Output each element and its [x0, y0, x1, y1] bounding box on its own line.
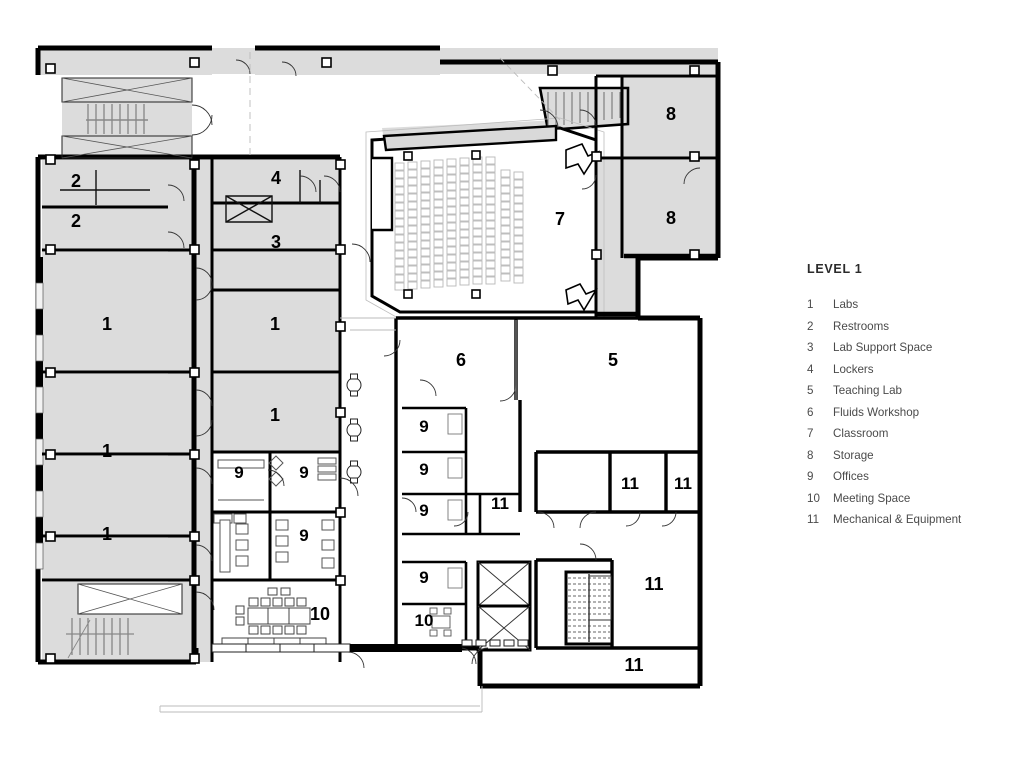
rooms-lab-zone — [394, 316, 700, 650]
room-number-10: 10 — [310, 604, 330, 624]
legend-item-label: Labs — [833, 298, 859, 311]
legend-item-label: Mechanical & Equipment — [833, 513, 962, 527]
room-number-11: 11 — [674, 474, 692, 493]
legend-item-label: Lab Support Space — [833, 341, 933, 355]
stair-northwest — [61, 77, 193, 159]
rooms-offices-center — [402, 406, 520, 650]
south-entry — [211, 639, 529, 653]
room-number-9: 9 — [299, 463, 308, 482]
room-number-9: 9 — [419, 417, 428, 436]
room-number-8: 8 — [666, 104, 676, 124]
legend-item-number: 6 — [807, 405, 814, 419]
room-number-9: 9 — [419, 501, 428, 520]
reference-lines — [159, 52, 561, 713]
room-number-11: 11 — [644, 574, 663, 594]
west-exterior-windows — [35, 257, 44, 570]
room-number-2: 2 — [71, 171, 81, 191]
legend-item: 8 Storage — [807, 449, 1017, 462]
legend-item: 3 Lab Support Space — [807, 341, 1017, 354]
door-swings — [167, 59, 701, 669]
meeting-table-center — [429, 607, 452, 637]
legend-item: 10 Meeting Space — [807, 492, 1017, 505]
legend-item-number: 2 — [807, 319, 814, 333]
meeting-table-west — [221, 587, 327, 647]
stair-southwest — [66, 583, 183, 659]
legend-item-number: 1 — [807, 298, 814, 311]
legend-item: 4 Lockers — [807, 363, 1017, 376]
room-number-10: 10 — [415, 611, 434, 630]
room-number-2: 2 — [71, 211, 81, 231]
furniture-offices-center — [447, 413, 463, 589]
legend-item-number: 3 — [807, 341, 814, 355]
legend-item-label: Fluids Workshop — [833, 405, 920, 419]
room-number-9: 9 — [299, 526, 308, 545]
room-number-7: 7 — [555, 209, 565, 229]
structural-columns — [45, 57, 700, 664]
legend-item-number: 10 — [807, 491, 820, 505]
room-number-6: 6 — [456, 350, 466, 370]
room-number-1: 1 — [270, 314, 280, 334]
stair-southeast — [564, 570, 614, 646]
legend-item: 11 Mechanical & Equipment — [807, 513, 1017, 526]
room-number-9: 9 — [234, 463, 243, 482]
furniture-offices-west — [213, 455, 337, 573]
room-fills — [38, 48, 718, 662]
room-number-5: 5 — [608, 350, 618, 370]
legend-item-number: 7 — [807, 427, 814, 441]
room-number-1: 1 — [270, 405, 280, 425]
stair-northeast — [538, 86, 630, 132]
legend-title: LEVEL 1 — [807, 262, 863, 276]
legend-item: 9 Offices — [807, 470, 1017, 483]
thin-partitions — [60, 170, 321, 223]
room-number-11: 11 — [491, 494, 509, 513]
room-number-9: 9 — [419, 568, 428, 587]
room-number-1: 1 — [102, 314, 112, 334]
room-number-1: 1 — [102, 524, 112, 544]
room-number-3: 3 — [271, 232, 281, 252]
legend-item-label: Restrooms — [833, 319, 890, 333]
legend-item: 6 Fluids Workshop — [807, 406, 1017, 419]
legend-item: 1 Labs — [807, 298, 1017, 311]
elevator-shafts — [476, 560, 532, 652]
room-number-11: 11 — [624, 655, 643, 675]
legend-item-number: 9 — [807, 470, 814, 484]
legend-item: 2 Restrooms — [807, 320, 1017, 333]
legend-item: 7 Classroom — [807, 427, 1017, 440]
room-number-8: 8 — [666, 208, 676, 228]
legend-item-label: Offices — [833, 470, 869, 484]
legend-item-label: Lockers — [833, 362, 874, 376]
room-number-11: 11 — [621, 474, 639, 493]
legend-item-label: Storage — [833, 448, 874, 462]
room-number-1: 1 — [102, 441, 112, 461]
classroom-special-doors — [565, 142, 601, 312]
legend-item-label: Teaching Lab — [833, 384, 902, 398]
legend-item-label: Classroom — [833, 427, 889, 441]
legend-item-label: Meeting Space — [833, 491, 911, 505]
room-number-4: 4 — [271, 168, 281, 188]
legend-panel: LEVEL 1 1 Labs 2 Restrooms 3 Lab Support Spac… — [807, 262, 1017, 535]
room-classroom — [365, 117, 605, 319]
legend-list: 1 Labs 2 Restrooms 3 Lab Support Space 4 Locker… — [807, 298, 1017, 526]
storage-heavy-edges — [596, 253, 718, 317]
room-number-9: 9 — [419, 460, 428, 479]
legend-item-number: 5 — [807, 384, 814, 398]
legend-item-number: 8 — [807, 448, 814, 462]
legend-item: 5 Teaching Lab — [807, 384, 1017, 397]
legend-item-number: 4 — [807, 362, 814, 376]
classroom-seats — [394, 156, 524, 291]
legend-item-number: 11 — [807, 513, 820, 527]
safety-shower-icons — [346, 373, 362, 484]
